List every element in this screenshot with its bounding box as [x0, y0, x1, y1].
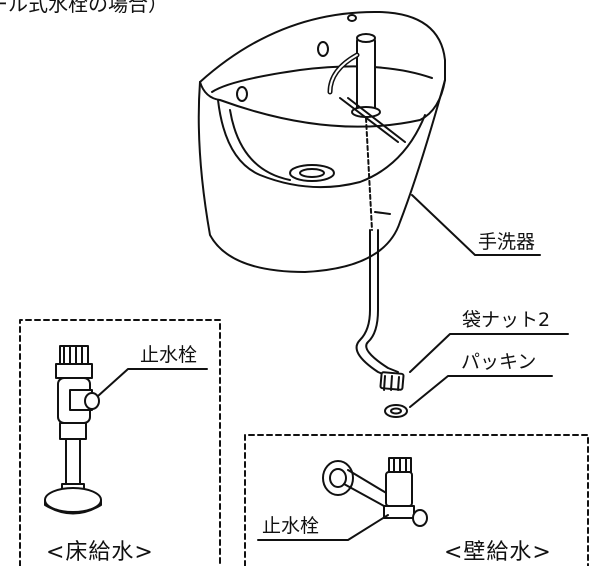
- wall-stop-valve: [322, 457, 428, 527]
- label-stop-valve-wall: 止水栓: [262, 515, 320, 537]
- caption-floor-supply: <床給水>: [46, 540, 154, 565]
- wash-basin: [197, 10, 446, 273]
- caption-wall-supply: <壁給水>: [444, 540, 552, 565]
- label-basin: 手洗器: [478, 231, 536, 253]
- label-bag-nut: 袋ナット2: [462, 309, 551, 331]
- floor-stop-valve: [44, 345, 102, 515]
- supply-pipe: [355, 229, 405, 391]
- faucet: [327, 33, 406, 231]
- header-text: ール式水栓の場合）: [0, 0, 168, 16]
- label-packing: パッキン: [461, 351, 537, 373]
- label-stop-valve-floor: 止水栓: [140, 344, 198, 366]
- packing-ring: [384, 404, 408, 418]
